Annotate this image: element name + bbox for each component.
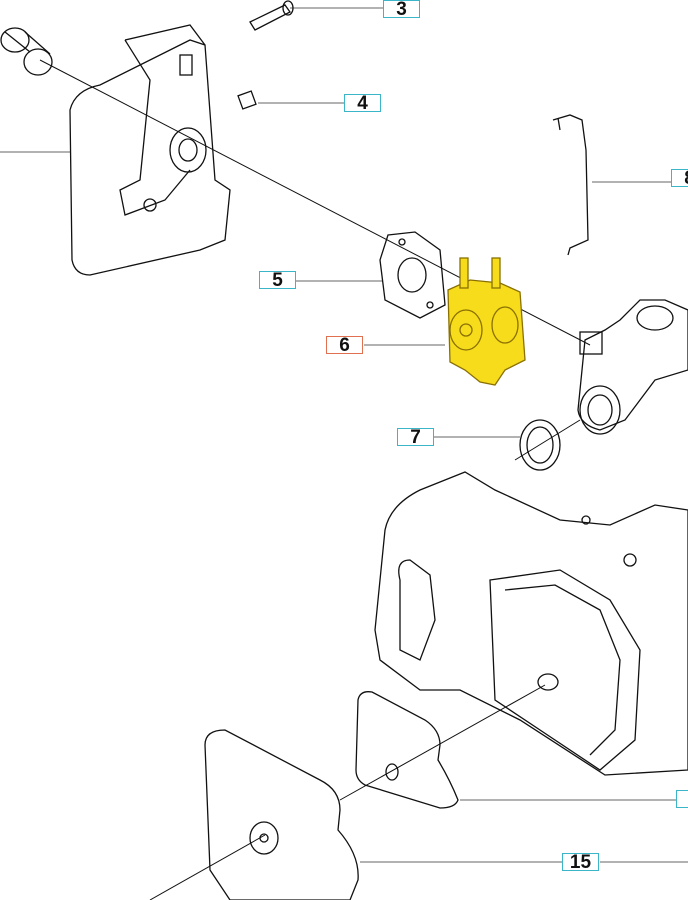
filter-housing-part bbox=[69, 24, 231, 276]
callout-7[interactable]: 7 bbox=[397, 428, 434, 446]
callout-8[interactable]: 8 bbox=[671, 169, 688, 187]
intake-adapter-part bbox=[0, 27, 53, 76]
filter-cover-part bbox=[204, 729, 359, 900]
callout-15[interactable]: 15 bbox=[562, 853, 599, 871]
callout-4[interactable]: 4 bbox=[344, 94, 381, 112]
intake-manifold-part bbox=[577, 299, 688, 435]
callout-1[interactable]: 1 bbox=[676, 790, 688, 808]
callout-3[interactable]: 3 bbox=[383, 0, 420, 18]
nut-part bbox=[237, 90, 257, 110]
engine-cover-part bbox=[374, 471, 688, 776]
gasket-part bbox=[379, 231, 446, 319]
callout-5[interactable]: 5 bbox=[259, 271, 296, 289]
throttle-rod-part bbox=[552, 114, 589, 256]
seal-ring-part bbox=[519, 419, 561, 471]
carburetor-part bbox=[447, 257, 526, 386]
leader-lines bbox=[0, 7, 688, 863]
filter-pad-part bbox=[355, 691, 459, 809]
screw-part bbox=[249, 0, 294, 31]
callout-6-selected[interactable]: 6 bbox=[326, 336, 363, 354]
